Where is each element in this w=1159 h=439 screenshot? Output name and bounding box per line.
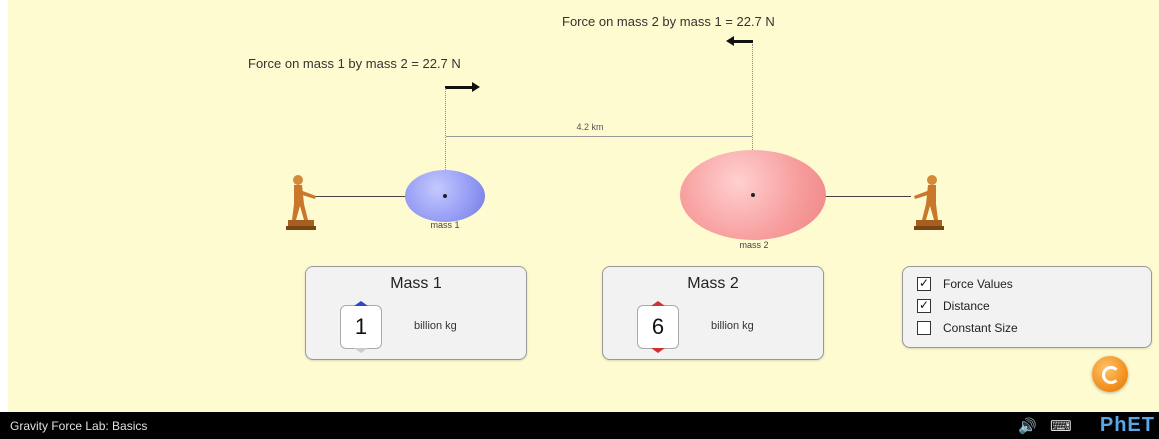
mass-1-center-dot [443, 194, 447, 198]
force-label-mass-1: Force on mass 1 by mass 2 = 22.7 N [248, 56, 461, 71]
rope-right [753, 196, 911, 197]
force-values-label: Force Values [943, 277, 1013, 291]
distance-option[interactable]: ✓ Distance [917, 298, 990, 314]
phet-logo[interactable]: PhET [1099, 414, 1155, 436]
constant-size-option[interactable]: Constant Size [917, 320, 1018, 336]
mass-1-decrement-arrow[interactable] [354, 348, 368, 353]
right-puller-figure [914, 175, 944, 230]
sim-title: Gravity Force Lab: Basics [10, 419, 148, 433]
distance-label: 4.2 km [576, 122, 604, 132]
mass-2-units: billion kg [711, 320, 754, 332]
mass-2-control-panel: Mass 2 6 billion kg [602, 266, 824, 360]
force-arrow-mass-2 [726, 36, 753, 46]
distance-checkbox[interactable]: ✓ [917, 298, 931, 313]
mass-1-caption: mass 1 [430, 220, 460, 230]
mass-1-spinner[interactable]: 1 [340, 301, 382, 353]
constant-size-label: Constant Size [943, 321, 1018, 335]
keyboard-icon[interactable]: ⌨ [1050, 418, 1072, 435]
options-panel: ✓ Force Values ✓ Distance Constant Size [902, 266, 1152, 348]
mass-2-decrement-arrow[interactable] [651, 348, 665, 353]
mass-2-caption: mass 2 [739, 240, 769, 250]
mass-2-value: 6 [651, 314, 665, 339]
mass-1-sphere[interactable] [405, 170, 485, 222]
mass-2-center-dot [751, 193, 755, 197]
mass-1-increment-arrow[interactable] [354, 301, 368, 306]
constant-size-checkbox[interactable] [917, 321, 931, 335]
mass-1-value: 1 [354, 314, 368, 339]
mass-2-panel-title: Mass 2 [687, 275, 739, 292]
rope-left [312, 196, 444, 197]
mass-1-control-panel: Mass 1 1 billion kg [305, 266, 527, 360]
force-values-checkbox[interactable]: ✓ [917, 276, 931, 291]
mass-2-spinner[interactable]: 6 [637, 301, 679, 353]
distance-option-label: Distance [943, 299, 990, 313]
distance-line [446, 136, 752, 137]
mass-1-panel-title: Mass 1 [390, 275, 442, 292]
mass-2-sphere[interactable] [680, 150, 826, 240]
reset-all-button[interactable] [1092, 356, 1128, 392]
navigation-bar: Gravity Force Lab: Basics 🔊 ⌨ PhET [0, 412, 1159, 439]
force-label-mass-2: Force on mass 2 by mass 1 = 22.7 N [562, 14, 775, 29]
left-puller-figure [286, 175, 316, 230]
mass-2-increment-arrow[interactable] [651, 301, 665, 306]
force-arrow-mass-1 [445, 82, 480, 92]
mass-1-center-line [445, 88, 446, 196]
force-values-option[interactable]: ✓ Force Values [917, 276, 1013, 292]
sound-icon[interactable]: 🔊 [1018, 418, 1037, 435]
mass-1-units: billion kg [414, 320, 457, 332]
mass-2-center-line [752, 44, 753, 196]
left-edge [0, 0, 8, 412]
